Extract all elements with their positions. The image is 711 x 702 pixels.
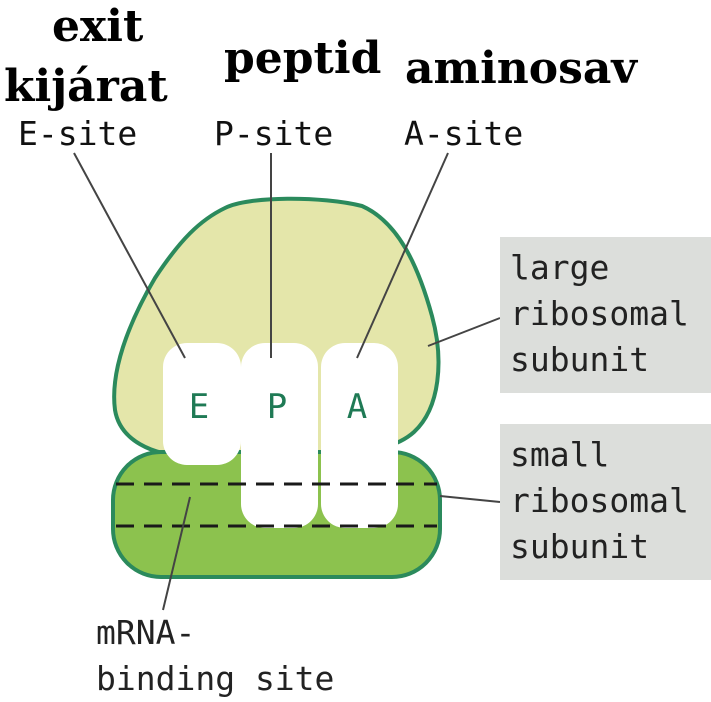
large-subunit-line2: ribosomal (510, 291, 701, 337)
large-subunit-label: large ribosomal subunit (500, 237, 711, 393)
p-site-label: P-site (214, 116, 333, 152)
small-subunit-line1: small (510, 432, 701, 478)
a-site-label: A-site (404, 116, 523, 152)
large-subunit-line3: subunit (510, 337, 701, 383)
mrna-label-line2: binding site (96, 656, 334, 702)
p-site-letter: P (267, 387, 287, 427)
amino-acid-label: aminosav (405, 46, 637, 92)
a-site-letter: A (347, 387, 367, 427)
a-site-pocket (321, 343, 398, 528)
small-subunit-label: small ribosomal subunit (500, 424, 711, 580)
small-subunit-leader (440, 496, 500, 502)
peptide-label: peptid (224, 36, 381, 82)
e-site-label: E-site (18, 116, 137, 152)
p-site-pocket (241, 343, 318, 528)
exit-hungarian-label: kijárat (4, 64, 168, 110)
small-subunit-line2: ribosomal (510, 478, 701, 524)
large-subunit-leader (428, 318, 500, 346)
exit-label: exit (52, 4, 143, 50)
small-subunit-line3: subunit (510, 524, 701, 570)
mrna-label-line1: mRNA- (96, 610, 334, 656)
large-subunit-line1: large (510, 245, 701, 291)
e-site-letter: E (189, 387, 209, 427)
mrna-binding-site-label: mRNA- binding site (96, 610, 334, 702)
